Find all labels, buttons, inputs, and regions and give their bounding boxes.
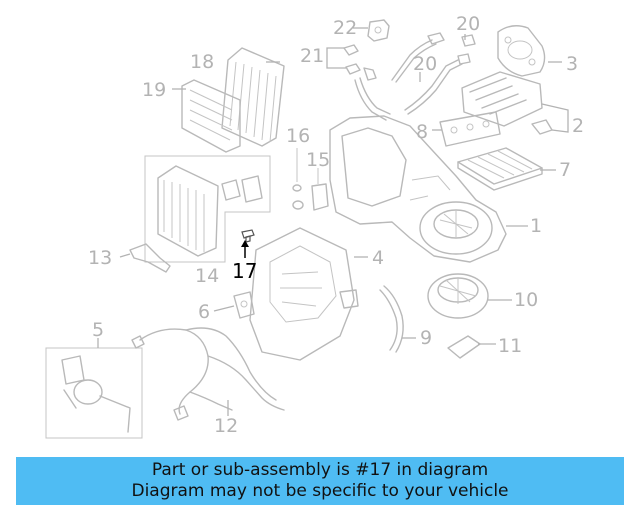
- callout-labels: 22 21 20 20 3 2 8 7 1 4 18 19 16 15 13 1…: [88, 13, 584, 437]
- callout-3: 3: [566, 53, 578, 75]
- callout-14: 14: [195, 265, 219, 287]
- leader-lines: [97, 27, 569, 416]
- banner-line-2: Diagram may not be specific to your vehi…: [131, 481, 509, 501]
- callout-15: 15: [306, 149, 330, 171]
- callout-12: 12: [214, 415, 238, 437]
- part-7-filter: [457, 147, 543, 191]
- callout-17: 17: [232, 259, 257, 283]
- callout-22: 22: [333, 17, 357, 39]
- part-1-hvac-case: [329, 115, 507, 263]
- part-6-bracket: [233, 291, 255, 319]
- callout-18: 18: [190, 51, 214, 73]
- part-17-screw: [241, 229, 255, 243]
- part-13-sensor: [129, 243, 171, 273]
- callout-9: 9: [420, 327, 432, 349]
- part-18-heater-core: [221, 47, 285, 147]
- part-4-housing: [249, 227, 359, 361]
- info-banner: Part or sub-assembly is #17 in diagram D…: [16, 457, 624, 505]
- callout-5: 5: [92, 319, 104, 341]
- callout-19: 19: [142, 79, 166, 101]
- part-15-valve: [311, 168, 329, 211]
- callout-10: 10: [514, 289, 538, 311]
- callout-21: 21: [300, 45, 324, 67]
- part-5-inset: [45, 347, 143, 439]
- part-2-actuators: [461, 71, 553, 135]
- callout-1: 1: [530, 215, 542, 237]
- callout-8: 8: [416, 121, 428, 143]
- banner-line-1: Part or sub-assembly is #17 in diagram: [151, 460, 489, 480]
- part-21-clips: [343, 44, 377, 81]
- callout-16: 16: [286, 125, 310, 147]
- part-11-resistor: [447, 335, 481, 359]
- callout-20-mid: 20: [413, 53, 437, 75]
- part-12-harness: [131, 327, 285, 421]
- part-9-hose: [379, 285, 404, 353]
- callout-20-top: 20: [456, 13, 480, 35]
- callout-4: 4: [372, 247, 384, 269]
- part-20-hoses: [354, 32, 476, 121]
- part-10-blower: [427, 273, 489, 319]
- part-14-evaporator: [144, 155, 271, 263]
- part-16-rings: [292, 148, 304, 210]
- part-3-gasket: [497, 25, 546, 77]
- callout-11: 11: [498, 335, 522, 357]
- part-22-bracket: [367, 19, 390, 42]
- callout-13: 13: [88, 247, 112, 269]
- part-19-core: [181, 79, 241, 153]
- callout-7: 7: [559, 159, 571, 181]
- part-8-linkage: [439, 111, 501, 147]
- callout-2: 2: [572, 115, 584, 137]
- callout-6: 6: [198, 301, 210, 323]
